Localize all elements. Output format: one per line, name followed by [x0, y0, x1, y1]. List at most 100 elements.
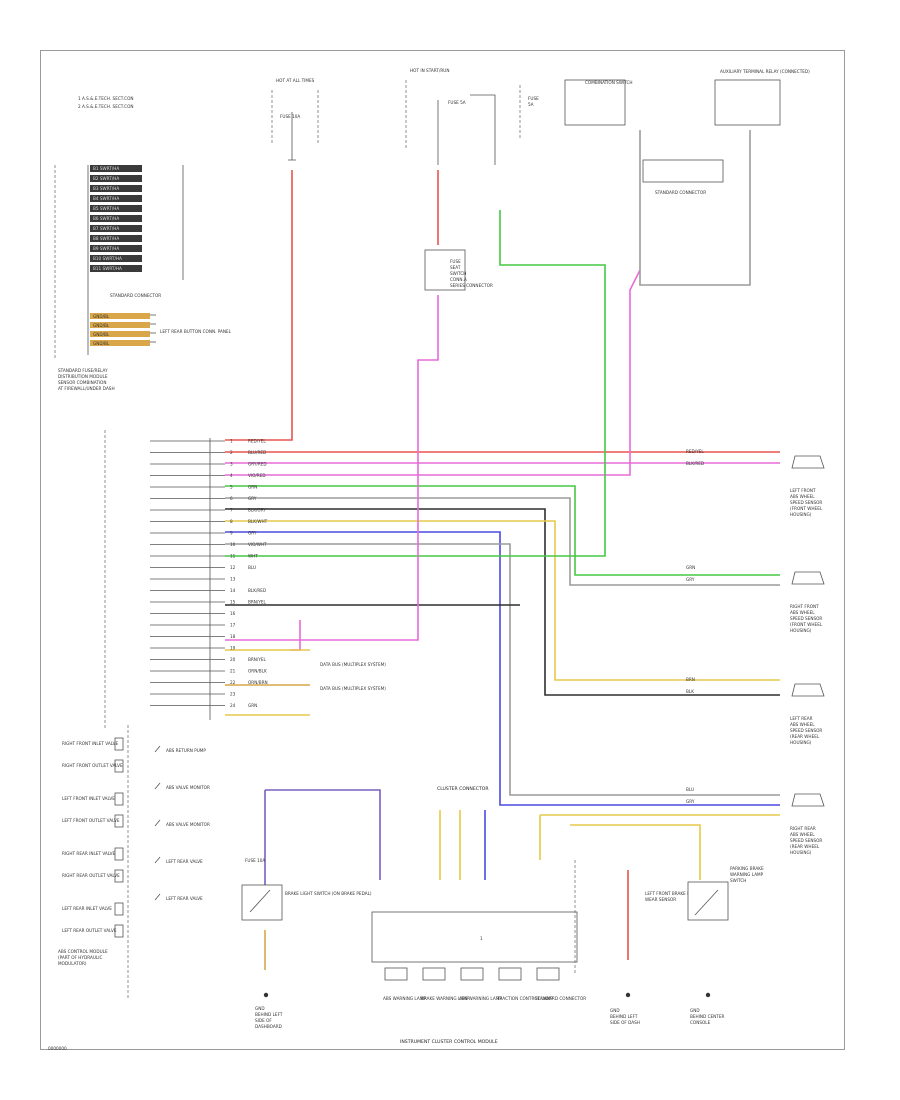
abs-pin-wire: ORN/BLK: [248, 669, 267, 674]
abs-pin-number: 21: [230, 669, 236, 674]
ground-mid-3: SIDE OF DASH: [610, 1020, 640, 1025]
fuse-2-rating: FUSE 5A: [448, 100, 466, 105]
legend-line-1: 1 A.S.&.E.TECH. SECT.CON: [78, 96, 134, 101]
wire-rr-sensor-b: [225, 543, 780, 796]
sensor-label: HOUSING): [790, 628, 812, 633]
abs-pin-wire: VIO/WHT: [248, 542, 267, 547]
top-relays: COMBINATION SWITCH AUXILIARY TERMINAL RE…: [564, 69, 810, 195]
left-pin-label: B5 SWRT/HA: [93, 206, 119, 211]
diagram-frame: [40, 50, 845, 1050]
left-caption-2: DISTRIBUTION MODULE: [58, 374, 108, 379]
abs-pin-number: 5: [230, 485, 233, 490]
cluster-lamp-label: BRAKE WARNING LAMP: [421, 996, 470, 1001]
abs-pin-number: 15: [230, 600, 236, 605]
left-ground-pin-label: GND/BL: [93, 314, 110, 319]
cluster-connector: CLUSTER CONNECTOR: [437, 786, 489, 792]
cluster-lamp-label: ABS WARNING LAMP: [383, 996, 426, 1001]
sensor-wire-b: BLK/RED: [686, 461, 704, 466]
wheel-sensor-icon: [791, 683, 825, 697]
abs-pin-number: 8: [230, 519, 233, 524]
fluid-sensor-1: LEFT FRONT BRAKE PAD: [645, 891, 695, 896]
valve-label: LEFT REAR INLET VALVE: [62, 906, 112, 911]
left-connector-label: STANDARD CONNECTOR: [110, 293, 161, 298]
cluster-lamp: [460, 967, 484, 981]
sensor-wire-a: RED/YEL: [686, 449, 704, 454]
internal-switch-label: ABS VALVE MONITOR: [166, 785, 210, 790]
valve-label: LEFT FRONT OUTLET VALVE: [62, 818, 120, 823]
abs-pin-number: 9: [230, 531, 233, 536]
abs-pin-wire: GRY: [248, 531, 257, 536]
wire-parking-switch: [570, 824, 701, 880]
abs-pin-number: 19: [230, 646, 236, 651]
abs-pin-wire: BLU/RED: [248, 450, 266, 455]
left-pin-label: B10 SWRT/HA: [93, 256, 122, 261]
abs-pin-number: 1: [230, 439, 233, 444]
wire-fuse-feed: [225, 170, 293, 441]
cluster-lamp-label: TRACTION CONTROL LAMP: [496, 996, 553, 1001]
instrument-cluster: [371, 911, 578, 963]
sensor-label: RIGHT REAR: [790, 826, 816, 831]
valve-coil: [114, 737, 124, 751]
left-pin: [90, 215, 142, 222]
relay-small-4: CONN.A: [450, 277, 467, 282]
cluster-title: INSTRUMENT CLUSTER CONTROL MODULE: [400, 1039, 498, 1045]
relay-box: [424, 249, 466, 291]
wire-rr-sensor-a: [225, 531, 780, 806]
relay-right-label: AUXILIARY TERMINAL RELAY (CONNECTED): [720, 69, 810, 74]
left-pin-label: B9 SWRT/HA: [93, 246, 119, 251]
ground-left-1: GND: [255, 1006, 265, 1011]
abs-pin-wire: BLU: [248, 565, 256, 570]
abs-pin-wire: BLK/GRY: [248, 508, 266, 513]
hydraulic-caption-1: ABS CONTROL MODULE: [58, 949, 108, 954]
cluster-lamp: [422, 967, 446, 981]
relay-small-5: SERIES CONNECTOR: [450, 283, 493, 288]
internal-switch-label: ABS RETURN PUMP: [166, 748, 206, 753]
sensor-wire-b: GRY: [686, 799, 695, 804]
abs-pin-wire: GRY: [248, 496, 257, 501]
internal-switch-label: ABS VALVE MONITOR: [166, 822, 210, 827]
left-pin-label: B1 SWRT/HA: [93, 166, 119, 171]
abs-pin-number: 10: [230, 542, 236, 547]
fuse-3-name: FUSE: [528, 96, 539, 101]
cluster-lamp-label: ABS WARNING LAMP: [459, 996, 502, 1001]
internal-switch-label: LEFT REAR VALVE: [166, 896, 203, 901]
abs-pin-number: 14: [230, 588, 236, 593]
sensor-label: (REAR WHEEL: [790, 734, 820, 739]
sensor-label: (FRONT WHEEL: [790, 506, 823, 511]
sensor-label: ABS WHEEL: [790, 722, 815, 727]
hydraulic-caption-3: MODULATOR): [58, 961, 87, 966]
left-ground-pin: [90, 313, 150, 319]
sensor-label: HOUSING): [790, 850, 812, 855]
ground-left-4: DASHBOARD: [255, 1024, 282, 1029]
sensor-wire-a: GRN: [686, 565, 695, 570]
abs-pin-number: 22: [230, 680, 236, 685]
abs-pin-number: 4: [230, 473, 233, 478]
abs-pin-wire: BLK/RED: [248, 588, 266, 593]
wire-brake-switch: [265, 789, 381, 880]
abs-pin-number: 18: [230, 634, 236, 639]
sensor-label: SPEED SENSOR: [790, 728, 822, 733]
wire-pin20: [290, 620, 301, 651]
legend: 1 A.S.&.E.TECH. SECT.CON 2 A.S.&.E.TECH.…: [78, 96, 134, 109]
left-pin: [90, 195, 142, 202]
bottom-section: BRAKE LIGHT SWITCH (ON BRAKE PEDAL) FUSE…: [241, 786, 764, 1045]
abs-pin-number: 12: [230, 565, 236, 570]
left-caption-1: STANDARD FUSE/RELAY: [58, 368, 108, 373]
ground-left-2: BEHIND LEFT: [255, 1012, 283, 1017]
wire-relay-out: [225, 295, 439, 641]
parking-switch-2: WARNING LAMP: [730, 872, 764, 877]
sensor-label: (REAR WHEEL: [790, 844, 820, 849]
abs-pin-wire: VIO/RED: [248, 473, 266, 478]
wire-rf-sensor-a: [225, 485, 780, 576]
abs-pin-number: 11: [230, 554, 236, 559]
fuse-1-rating: FUSE 10A: [280, 114, 300, 119]
left-pin: [90, 165, 142, 172]
abs-pin-number: 7: [230, 508, 233, 513]
valve-label: RIGHT FRONT INLET VALVE: [62, 741, 118, 746]
brake-fuse-label: FUSE 10A: [245, 858, 265, 863]
abs-pin-wire: ORN/BRN: [248, 680, 268, 685]
